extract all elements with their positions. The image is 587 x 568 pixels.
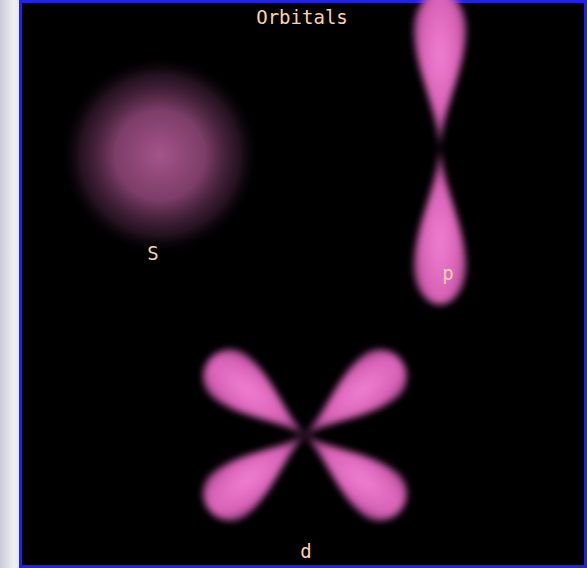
orbital-label: S xyxy=(147,243,158,264)
s-orbital xyxy=(60,55,260,255)
orbital-label: p xyxy=(442,263,453,284)
d-lobe xyxy=(288,339,417,457)
d-lobe xyxy=(192,339,321,457)
orbital-label: d xyxy=(300,541,311,562)
p-lobe xyxy=(414,0,466,148)
d-lobe xyxy=(192,414,321,532)
d-lobe xyxy=(288,414,417,532)
p-lobe xyxy=(414,148,466,305)
diagram-title: Orbitals xyxy=(256,7,348,28)
p-orbital xyxy=(414,0,466,305)
d-orbital xyxy=(192,339,418,532)
